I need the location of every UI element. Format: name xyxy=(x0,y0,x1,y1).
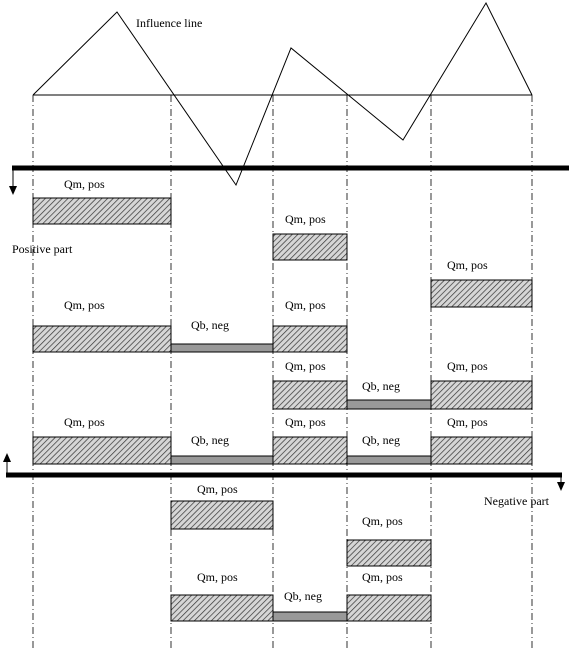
qm-pos-label: Qm, pos xyxy=(447,258,488,272)
qb-neg-label: Qb, neg xyxy=(284,589,322,603)
negative-axis-arrowhead xyxy=(3,453,11,462)
qb-neg-label: Qb, neg xyxy=(362,433,400,447)
negative-axis-arrowhead-right xyxy=(557,482,565,491)
qb-neg-label: Qb, neg xyxy=(191,433,229,447)
qb-neg-bar xyxy=(272,611,348,622)
influence-line xyxy=(32,1,533,187)
qm-pos-bar xyxy=(346,594,432,622)
qm-pos-label: Qm, pos xyxy=(64,177,105,191)
positive-axis xyxy=(9,165,569,195)
qm-pos-label: Qm, pos xyxy=(362,570,403,584)
qm-pos-label: Qm, pos xyxy=(64,298,105,312)
qm-pos-label: Qm, pos xyxy=(197,570,238,584)
qm-pos-bar xyxy=(272,380,348,410)
qm-pos-label: Qm, pos xyxy=(362,514,403,528)
positive-axis-arrowhead xyxy=(9,186,17,195)
qb-neg-label: Qb, neg xyxy=(191,318,229,332)
qm-pos-bar xyxy=(346,539,432,567)
negative-part-label: Negative part xyxy=(484,494,550,508)
qm-pos-label: Qm, pos xyxy=(285,212,326,226)
qm-pos-bar xyxy=(170,594,274,622)
positive-part-label: Positive part xyxy=(12,242,73,256)
qb-neg-bar xyxy=(346,399,432,410)
qm-pos-bar xyxy=(430,380,533,410)
qm-pos-bar xyxy=(272,436,348,465)
qb-neg-bar xyxy=(170,455,274,465)
qm-pos-bar xyxy=(170,500,274,530)
qm-pos-label: Qm, pos xyxy=(197,482,238,496)
influence-curve xyxy=(32,1,533,187)
qm-pos-label: Qm, pos xyxy=(285,415,326,429)
qm-pos-bar xyxy=(32,197,172,225)
qm-pos-label: Qm, pos xyxy=(285,359,326,373)
influence-line-title: Influence line xyxy=(136,16,202,30)
qm-pos-bar xyxy=(430,436,533,465)
qm-pos-label: Qm, pos xyxy=(285,298,326,312)
qm-pos-label: Qm, pos xyxy=(447,415,488,429)
qm-pos-bar xyxy=(32,325,172,353)
qb-neg-bar xyxy=(170,343,274,353)
qb-neg-label: Qb, neg xyxy=(362,379,400,393)
qm-pos-bar xyxy=(272,325,348,353)
qm-pos-bar xyxy=(32,436,172,465)
qb-neg-bar xyxy=(346,455,432,465)
qm-pos-label: Qm, pos xyxy=(64,415,105,429)
qm-pos-label: Qm, pos xyxy=(447,359,488,373)
qm-pos-bar xyxy=(430,279,533,308)
negative-axis xyxy=(3,453,565,491)
vertical-guides xyxy=(32,95,533,651)
qm-pos-bar xyxy=(272,233,348,261)
